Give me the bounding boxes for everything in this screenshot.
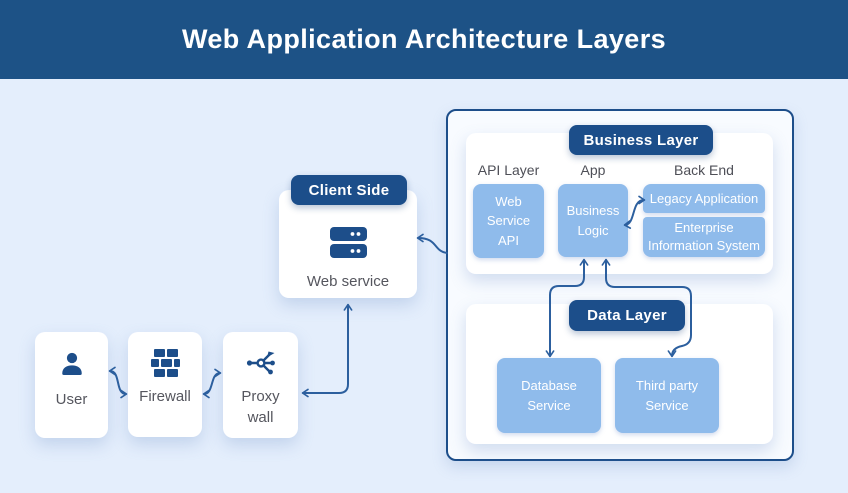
arrow-firewall-proxy (202, 368, 222, 399)
firewall-icon (151, 349, 180, 377)
app-column-label: App (580, 162, 606, 178)
arrow-proxy-webservice (301, 303, 353, 398)
arrow-container-webservice (416, 233, 448, 254)
third-party-service-box: Third party Service (615, 358, 719, 433)
user-card: User (35, 332, 108, 438)
business-logic-box: Business Logic (558, 184, 628, 257)
database-service-box: Database Service (497, 358, 601, 433)
client-side-badge: Client Side (291, 175, 407, 205)
backend-column-label: Back End (674, 162, 734, 178)
firewall-card: Firewall (128, 332, 202, 437)
proxy-wall-label: Proxy wall (241, 388, 280, 426)
web-service-api-box: Web Service API (473, 184, 544, 258)
arrow-user-firewall (108, 366, 128, 399)
business-layer-badge: Business Layer (569, 125, 713, 155)
share-network-icon (246, 351, 275, 375)
proxy-wall-card: Proxy wall (223, 332, 298, 438)
data-layer-badge: Data Layer (569, 300, 685, 331)
legacy-application-box: Legacy Application (643, 184, 765, 213)
enterprise-information-system-box: Enterprise Information System (643, 217, 765, 257)
api-layer-column-label: API Layer (477, 162, 540, 178)
web-service-label: Web service (306, 273, 390, 290)
server-icon (329, 227, 367, 258)
client-side-card: Web service (279, 190, 417, 298)
user-label: User (55, 391, 88, 408)
firewall-label: Firewall (139, 388, 191, 405)
header-bar: Web Application Architecture Layers (0, 0, 848, 79)
page-title: Web Application Architecture Layers (181, 24, 667, 54)
user-icon (61, 352, 82, 375)
